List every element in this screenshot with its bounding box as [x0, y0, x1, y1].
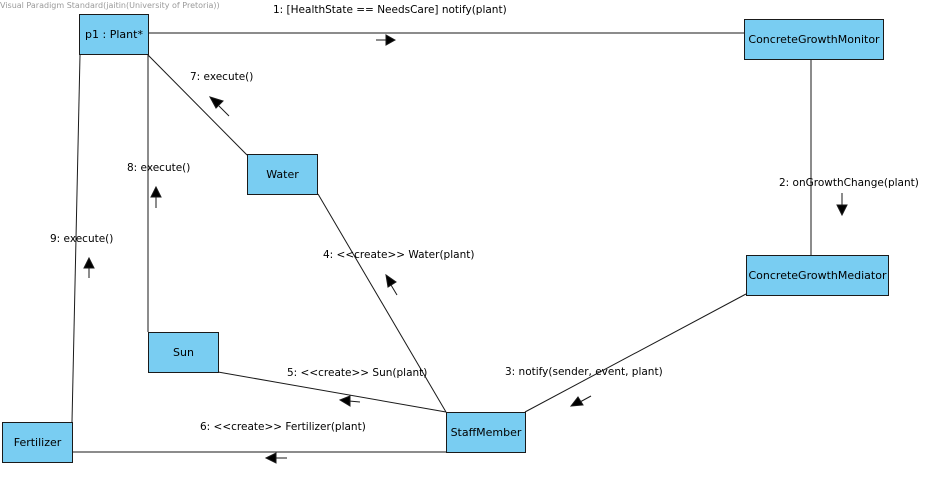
arrow-3	[569, 396, 584, 407]
arrow-9	[83, 256, 95, 269]
watermark: Visual Paradigm Standard(jaitin(Universi…	[0, 1, 220, 10]
concrete-growth-mediator-node[interactable]: ConcreteGrowthMediator	[746, 255, 889, 296]
link-water-staff	[317, 193, 447, 413]
arrow-4	[385, 273, 397, 288]
arrow-8	[150, 185, 162, 198]
arrow-1	[385, 34, 397, 46]
staff-member-node[interactable]: StaffMember	[446, 412, 526, 453]
link-plant-fertilizer	[71, 54, 81, 423]
message-3-label: 3: notify(sender, event, plant)	[505, 366, 663, 378]
link-sun-staff	[217, 371, 447, 413]
message-8-label: 8: execute()	[127, 162, 191, 174]
message-9-label: 9: execute()	[50, 233, 114, 245]
plant-node[interactable]: p1 : Plant*	[79, 14, 149, 55]
arrow-7	[208, 96, 224, 109]
arrow-2	[836, 204, 848, 217]
message-6-label: 6: <<create>> Fertilizer(plant)	[200, 421, 366, 433]
message-5-label: 5: <<create>> Sun(plant)	[287, 367, 428, 379]
message-4-label: 4: <<create>> Water(plant)	[323, 249, 475, 261]
link-mediator-staff	[524, 293, 747, 413]
fertilizer-node[interactable]: Fertilizer	[2, 422, 73, 463]
message-2-label: 2: onGrowthChange(plant)	[779, 177, 919, 189]
link-plant-water	[147, 54, 248, 156]
message-7-label: 7: execute()	[190, 71, 254, 83]
arrow-6	[264, 452, 277, 464]
sun-node[interactable]: Sun	[148, 332, 219, 373]
concrete-growth-monitor-node[interactable]: ConcreteGrowthMonitor	[744, 19, 884, 60]
message-1-label: 1: [HealthState == NeedsCare] notify(pla…	[273, 4, 507, 16]
arrow-5	[338, 395, 351, 407]
water-node[interactable]: Water	[247, 154, 318, 195]
